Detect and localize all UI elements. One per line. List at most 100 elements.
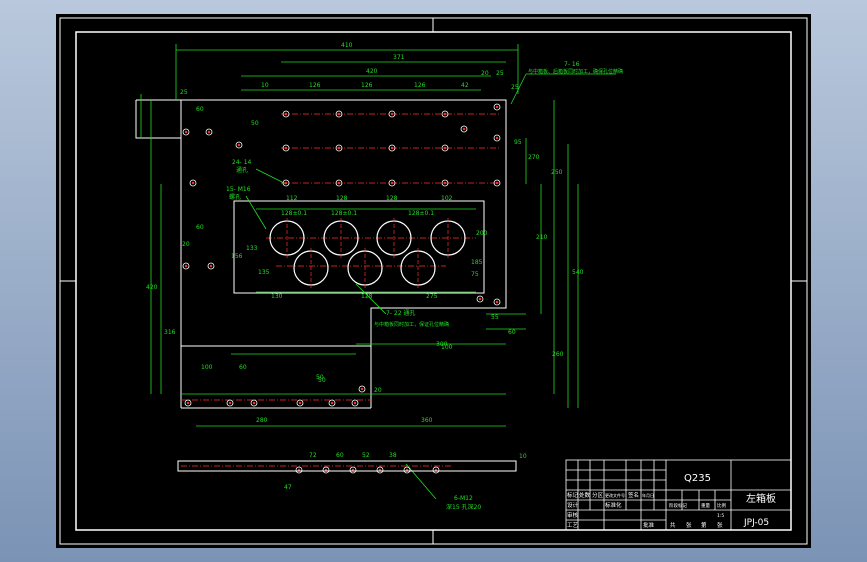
tb-row-1: 审核 bbox=[567, 511, 579, 519]
hole-group bbox=[182, 103, 501, 474]
dim-mid-7: 200 bbox=[476, 230, 488, 237]
note-middle: 7- 22 通孔 bbox=[386, 309, 415, 317]
hole-circle bbox=[460, 125, 468, 133]
cad-drawing: 410 371 420 10 126 126 126 42 20 25 25 2… bbox=[59, 17, 808, 545]
hole-center bbox=[330, 401, 334, 405]
hole-center bbox=[337, 112, 341, 116]
hole-circle bbox=[349, 466, 357, 474]
tb-stage-0: 阶段标记 bbox=[669, 502, 687, 509]
dimension-text-group: 410 371 420 10 126 126 126 42 20 25 25 2… bbox=[146, 42, 584, 491]
tb-approve: 批准 bbox=[643, 521, 655, 529]
tb-header-0: 标记 bbox=[567, 491, 579, 499]
tb-sheet-2: 第 bbox=[701, 521, 707, 529]
dim-top-9: 25 bbox=[496, 70, 504, 77]
dim-mid-12: 275 bbox=[426, 293, 438, 300]
dim-mid-3: 102 bbox=[441, 195, 453, 202]
hole-center bbox=[390, 146, 394, 150]
note-left-1-sub: 通孔 bbox=[236, 166, 248, 174]
tb-sheet-1: 张 bbox=[686, 521, 692, 529]
hole-circle bbox=[432, 466, 440, 474]
dim-top-5: 126 bbox=[361, 82, 373, 89]
dim-mid-4: 128±0.1 bbox=[281, 210, 307, 217]
dim-mid-5: 128±0.1 bbox=[331, 210, 357, 217]
title-block: 标记 处数 分区 更改文件号 签名 年月日 设计 审核 工艺 标准化 批准 阶段… bbox=[565, 459, 792, 531]
tb-drawing-no: JPJ-05 bbox=[743, 518, 769, 528]
hole-circle bbox=[295, 466, 303, 474]
hole-circle bbox=[184, 399, 192, 407]
hole-circle bbox=[476, 295, 484, 303]
dim-right-5: 60 bbox=[508, 329, 516, 336]
dim-bottom-6: 20 bbox=[374, 387, 382, 394]
drawing-sheet: 410 371 420 10 126 126 126 42 20 25 25 2… bbox=[56, 14, 811, 548]
dim-mid-15: 185 bbox=[471, 259, 483, 266]
tb-sheet-0: 共 bbox=[670, 521, 676, 529]
tb-header-1: 处数 bbox=[579, 491, 591, 499]
tb-material: Q235 bbox=[684, 473, 711, 484]
hole-circle bbox=[226, 399, 234, 407]
hole-center bbox=[390, 112, 394, 116]
tb-header-3: 更改文件号 bbox=[605, 492, 625, 498]
hole-center bbox=[337, 181, 341, 185]
dim-left-5: 420 bbox=[146, 284, 158, 291]
dim-bottom-0: 280 bbox=[256, 417, 268, 424]
dim-bottom-5: 50 bbox=[318, 377, 326, 384]
hole-circle bbox=[282, 144, 290, 152]
dim-right-2: 250 bbox=[551, 169, 563, 176]
dim-top-2: 420 bbox=[366, 68, 378, 75]
dim-right-7: 260 bbox=[552, 351, 564, 358]
dim-bottom-3: 100 bbox=[201, 364, 213, 371]
hole-center bbox=[390, 181, 394, 185]
dim-left-0: 25 bbox=[180, 89, 188, 96]
hole-center bbox=[228, 401, 232, 405]
hole-center bbox=[443, 112, 447, 116]
hole-circle bbox=[388, 144, 396, 152]
hole-center bbox=[209, 264, 213, 268]
hole-center bbox=[186, 401, 190, 405]
hole-circle bbox=[322, 466, 330, 474]
tb-header-4: 签名 bbox=[628, 491, 639, 499]
hole-circle bbox=[207, 262, 215, 270]
tb-row-2: 工艺 bbox=[567, 522, 579, 529]
tb-header-2: 分区 bbox=[592, 491, 604, 499]
hole-center bbox=[184, 264, 188, 268]
dim-top-7: 42 bbox=[461, 82, 469, 89]
dim-left-6: 316 bbox=[164, 329, 176, 336]
dim-bottom-2: 60 bbox=[239, 364, 247, 371]
tb-part-name: 左箱板 bbox=[746, 492, 776, 505]
outer-frame bbox=[59, 17, 808, 545]
note-top-right-sub: 与中箱板、后箱板同时加工，确保孔位精确 bbox=[528, 68, 623, 75]
hole-center bbox=[207, 130, 211, 134]
hole-circle bbox=[441, 179, 449, 187]
hole-circle bbox=[205, 128, 213, 136]
hole-circle bbox=[282, 110, 290, 118]
hole-circle bbox=[328, 399, 336, 407]
note-top-right: 7- 16 bbox=[564, 61, 580, 68]
dim-mid-10: 130 bbox=[271, 293, 283, 300]
dim-mid-9: 156 bbox=[231, 253, 243, 260]
dim-mid-14: 100 bbox=[441, 344, 453, 351]
hole-circle bbox=[493, 298, 501, 306]
dim-side-0: 72 bbox=[309, 452, 317, 459]
hole-circle bbox=[403, 466, 411, 474]
dim-top-1: 371 bbox=[393, 54, 405, 61]
hole-center bbox=[462, 127, 466, 131]
tb-stage-1: 重量 bbox=[701, 502, 710, 509]
dim-left-3: 20 bbox=[182, 241, 190, 248]
notes-group: 7- 16 与中箱板、后箱板同时加工，确保孔位精确 24- 14 通孔 15- … bbox=[226, 61, 623, 511]
hole-circle bbox=[250, 399, 258, 407]
hole-center bbox=[478, 297, 482, 301]
hole-center bbox=[360, 387, 364, 391]
hole-circle bbox=[376, 466, 384, 474]
dim-left-2: 50 bbox=[251, 120, 259, 127]
center-lines bbox=[181, 113, 501, 467]
hole-circle bbox=[441, 144, 449, 152]
hole-circle bbox=[282, 179, 290, 187]
dim-side-1: 60 bbox=[336, 452, 344, 459]
tb-scale: 1:5 bbox=[717, 513, 724, 519]
tb-row-0: 设计 bbox=[567, 501, 579, 509]
hole-center bbox=[184, 130, 188, 134]
dim-right-4: 55 bbox=[491, 314, 499, 321]
dim-mid-16: 75 bbox=[471, 271, 479, 278]
note-side-sub: 深15 孔深20 bbox=[446, 503, 481, 511]
dim-top-6: 126 bbox=[414, 82, 426, 89]
